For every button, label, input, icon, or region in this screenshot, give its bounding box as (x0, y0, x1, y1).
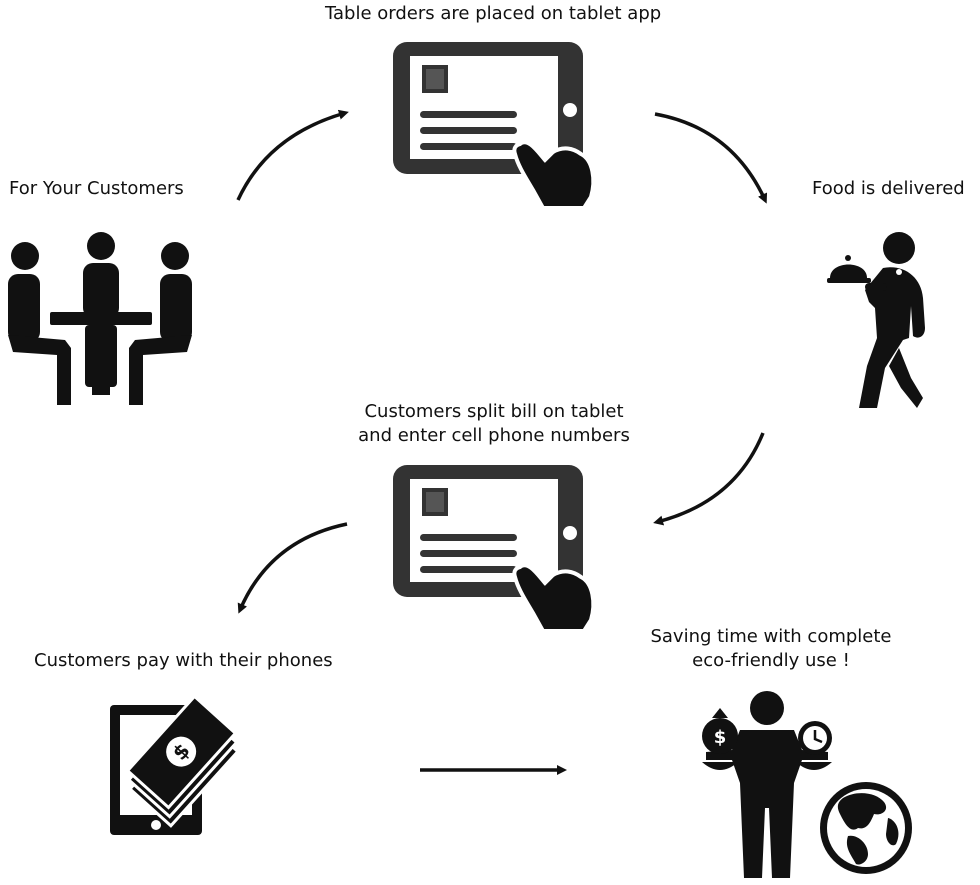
people-at-table-icon (8, 232, 192, 405)
svg-text:$: $ (714, 727, 727, 748)
label-split-line2: and enter cell phone numbers (358, 425, 630, 446)
label-pay: Customers pay with their phones (34, 650, 333, 671)
label-order: Table orders are placed on tablet app (325, 3, 662, 24)
tablet-touch-icon-split (393, 465, 596, 633)
label-delivered: Food is delivered (812, 178, 965, 199)
person-balance-globe-icon: $ (702, 691, 912, 878)
arrow-split-to-pay (237, 522, 348, 614)
label-split-line1: Customers split bill on tablet (364, 401, 624, 422)
label-saving: Saving time with complete eco-friendly u… (636, 625, 906, 673)
waiter-icon (827, 232, 925, 408)
label-customers: For Your Customers (9, 178, 184, 199)
label-saving-line1: Saving time with complete (650, 626, 892, 647)
arrow-order-to-delivered (654, 112, 768, 204)
phone-money-icon: $ (110, 694, 240, 835)
arrow-customers-to-order (236, 109, 349, 201)
label-saving-line2: eco-friendly use ! (692, 650, 850, 671)
tablet-touch-icon (393, 42, 596, 210)
arrow-delivered-to-split (653, 432, 765, 526)
label-split: Customers split bill on tablet and enter… (352, 400, 636, 448)
